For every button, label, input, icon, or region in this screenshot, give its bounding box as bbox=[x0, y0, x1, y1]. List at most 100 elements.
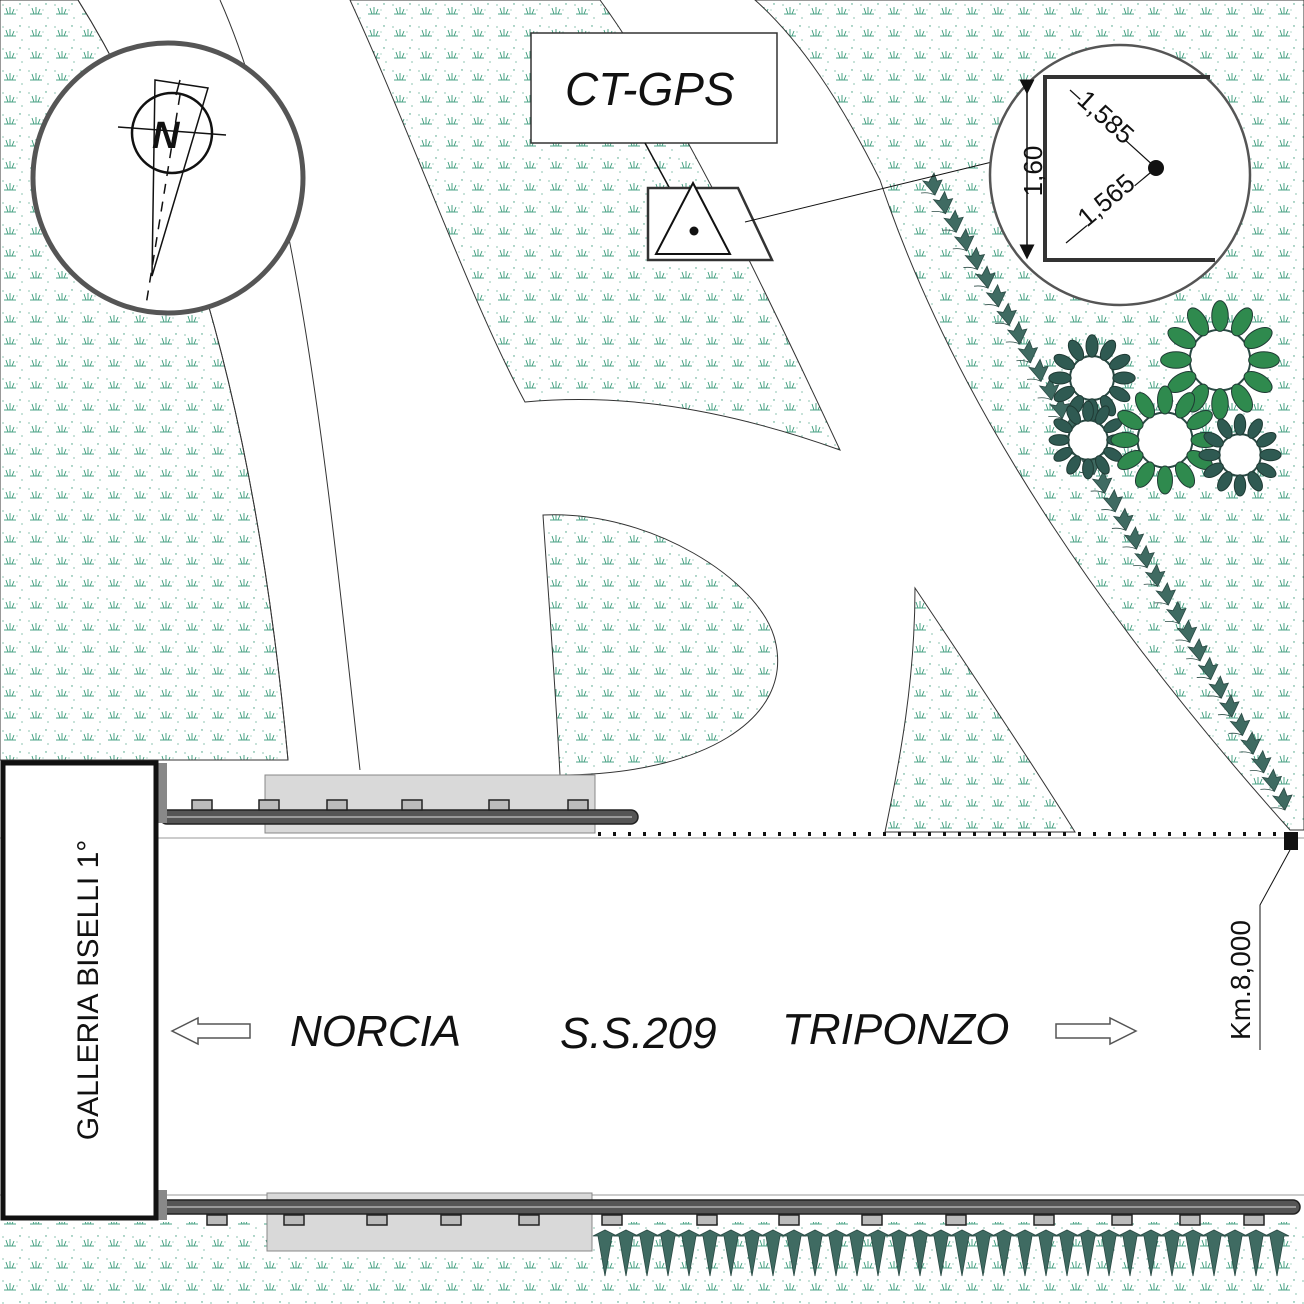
spike-mark bbox=[1187, 637, 1208, 662]
spike-mark bbox=[1165, 600, 1187, 625]
tree-canopy bbox=[1188, 328, 1252, 392]
spike-mark bbox=[920, 192, 936, 196]
spike-mark bbox=[952, 248, 967, 252]
tree-canopy bbox=[1069, 355, 1115, 401]
spike-mark bbox=[907, 1229, 933, 1277]
spike-mark bbox=[760, 1229, 786, 1277]
km-marker: Km.8,000 bbox=[1225, 832, 1298, 1050]
tree-leaf bbox=[1085, 334, 1099, 358]
destination-right: TRIPONZO bbox=[782, 1005, 1009, 1054]
spike-mark bbox=[1101, 509, 1116, 513]
tree-leaf bbox=[1082, 400, 1094, 422]
spike-mark bbox=[949, 1229, 975, 1277]
guardrail-bottom bbox=[159, 1199, 1301, 1226]
tree-leaf bbox=[1217, 418, 1233, 439]
tree-leaf bbox=[1256, 432, 1277, 448]
tree-leaf bbox=[1112, 371, 1136, 385]
tree-leaf bbox=[1134, 461, 1156, 488]
tree-leaf bbox=[1048, 434, 1070, 446]
grass-triangle bbox=[884, 586, 1076, 833]
tree-leaf bbox=[1067, 339, 1085, 361]
spike-mark bbox=[865, 1229, 891, 1277]
spike-mark bbox=[655, 1229, 681, 1277]
tree-leaf bbox=[1053, 418, 1073, 433]
spike-mark bbox=[613, 1229, 639, 1277]
tree-leaf bbox=[1157, 465, 1173, 495]
tree-leaf bbox=[1095, 405, 1110, 425]
tree-leaf bbox=[1243, 370, 1273, 394]
tree-leaf bbox=[1243, 326, 1273, 350]
spike-mark bbox=[1111, 527, 1127, 531]
vegetation-spikes bbox=[592, 172, 1293, 1277]
spike-mark bbox=[1102, 488, 1123, 513]
spike-mark bbox=[943, 209, 964, 234]
spike-mark bbox=[592, 1229, 618, 1277]
tunnel-label: GALLERIA BISELLI 1° bbox=[72, 840, 105, 1141]
spike-mark bbox=[1006, 321, 1028, 345]
tree-leaf bbox=[1203, 432, 1224, 448]
spike-mark bbox=[931, 210, 946, 214]
detail-height-label: 1,60 bbox=[1018, 146, 1048, 197]
tree-leaf bbox=[1198, 448, 1221, 462]
spike-mark bbox=[1143, 583, 1158, 587]
tree-leaf bbox=[1053, 447, 1073, 462]
spike-mark bbox=[1217, 714, 1233, 718]
spike-mark bbox=[1016, 360, 1031, 364]
spike-mark bbox=[1229, 712, 1251, 737]
gps-label: CT-GPS bbox=[565, 63, 735, 115]
tree-leaf bbox=[1186, 409, 1213, 431]
tree-leaf bbox=[1109, 385, 1131, 403]
spike-mark bbox=[942, 229, 957, 233]
spike-mark bbox=[1048, 415, 1063, 419]
spike-mark bbox=[1218, 693, 1240, 718]
spike-mark bbox=[1144, 563, 1166, 588]
tree-leaf bbox=[1095, 455, 1110, 475]
spike-mark bbox=[973, 285, 989, 289]
spike-mark bbox=[1264, 1229, 1290, 1277]
arrow-left-icon bbox=[170, 1016, 251, 1046]
tree-leaf bbox=[1066, 405, 1081, 425]
tree-leaf bbox=[1174, 392, 1196, 419]
spike-mark bbox=[1180, 1229, 1206, 1277]
spike-mark bbox=[697, 1229, 723, 1277]
spike-mark bbox=[844, 1229, 870, 1277]
spike-mark bbox=[1176, 619, 1198, 644]
spike-mark bbox=[1005, 341, 1021, 345]
spike-mark bbox=[1075, 1229, 1101, 1277]
spike-mark bbox=[1186, 658, 1201, 662]
road-name: S.S.209 bbox=[560, 1009, 717, 1058]
spike-mark bbox=[964, 246, 986, 271]
spike-mark bbox=[1239, 751, 1254, 755]
tree-leaf bbox=[1259, 448, 1282, 462]
spike-mark bbox=[1012, 1229, 1038, 1277]
spike-mark bbox=[802, 1229, 828, 1277]
spike-mark bbox=[953, 227, 975, 252]
spike-mark bbox=[1054, 1229, 1080, 1277]
tree-leaf bbox=[1109, 353, 1131, 371]
spike-mark bbox=[1155, 582, 1177, 606]
spike-mark bbox=[676, 1229, 702, 1277]
tree-leaf bbox=[1117, 409, 1144, 431]
spike-mark bbox=[1261, 768, 1283, 793]
spike-mark bbox=[1037, 397, 1052, 401]
tree-leaf bbox=[1230, 383, 1254, 413]
km-marker-label: Km.8,000 bbox=[1225, 920, 1256, 1040]
spike-mark bbox=[995, 322, 1010, 326]
tree-leaf bbox=[1110, 432, 1140, 448]
spike-mark bbox=[1250, 749, 1272, 774]
spike-mark bbox=[1154, 602, 1169, 606]
spike-mark bbox=[985, 283, 1007, 308]
tree-leaf bbox=[1203, 462, 1224, 478]
spike-mark bbox=[823, 1229, 849, 1277]
spike-mark bbox=[1096, 1229, 1122, 1277]
tree-leaf bbox=[1247, 471, 1263, 492]
tree-leaf bbox=[1053, 385, 1075, 403]
tree-leaf bbox=[1211, 388, 1229, 420]
tree-leaf bbox=[1117, 449, 1144, 471]
spike-mark bbox=[1090, 490, 1105, 494]
spike-mark bbox=[932, 190, 954, 215]
spike-mark bbox=[1027, 378, 1042, 382]
spike-mark bbox=[996, 302, 1017, 327]
spike-mark bbox=[1197, 656, 1219, 681]
